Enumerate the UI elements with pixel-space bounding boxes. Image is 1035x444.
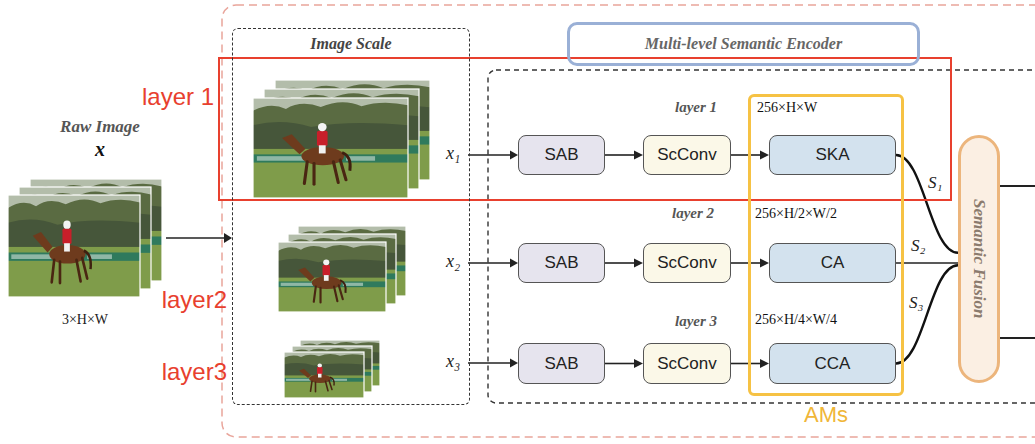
node-text: ScConv xyxy=(657,145,717,165)
caption-label: Raw Image xyxy=(60,117,140,136)
node-text: ScConv xyxy=(657,354,717,374)
heading-holder: layer 1 xyxy=(142,83,214,111)
output-lines xyxy=(1000,186,1035,338)
node-text: SAB xyxy=(544,354,578,374)
label-holder: 256×H/2×W/2 xyxy=(755,206,837,222)
node-text: SKA xyxy=(815,145,849,165)
node-text: CCA xyxy=(815,354,851,374)
semantic-fusion-block: Semantic Fusion xyxy=(958,135,1000,383)
node-text: ScConv xyxy=(657,253,717,273)
sab-block: SAB xyxy=(518,343,605,384)
raw-image-stack xyxy=(8,179,162,297)
connector xyxy=(896,265,958,363)
label-holder: S₁ xyxy=(927,173,943,193)
layer-label: layer 2 xyxy=(672,205,714,221)
connector-line xyxy=(605,154,634,156)
dimension-label: 256×H/2×W/2 xyxy=(755,206,837,221)
input-label: x₂ xyxy=(446,251,460,271)
encoder-title-box: Multi-level Semantic Encoder xyxy=(567,22,920,66)
label-holder: x₃ xyxy=(446,351,460,372)
scconv-block: ScConv xyxy=(643,135,731,175)
label-holder: Raw Image xyxy=(60,117,140,137)
input-arrow xyxy=(166,233,232,243)
connector-line xyxy=(605,262,634,264)
dimension-label: 256×H/4×W/4 xyxy=(755,312,837,327)
highlight-box: layer 1 SAB ScConv xyxy=(218,57,952,201)
arrowhead xyxy=(760,151,769,160)
arrowhead xyxy=(634,359,643,368)
connector xyxy=(605,259,643,268)
sab-block: SAB xyxy=(518,243,605,283)
label-holder: layer 3 xyxy=(675,313,717,330)
node-text: layer 1 xyxy=(142,83,214,110)
heading-holder: AMs xyxy=(751,402,901,428)
connector-line xyxy=(731,363,760,365)
scconv-block: ScConv xyxy=(643,343,731,384)
arrowhead xyxy=(760,359,769,368)
label-holder: 256×H×W xyxy=(757,100,817,116)
connector-line xyxy=(731,262,760,264)
edge-label: S₁ xyxy=(927,173,943,192)
edge-label: S₂ xyxy=(910,236,926,255)
connector xyxy=(896,155,958,253)
node-text: SAB xyxy=(544,145,578,165)
scale-image-medium xyxy=(278,226,406,312)
sab-block: SAB xyxy=(518,135,605,175)
arrowhead xyxy=(634,259,643,268)
annotation-label: layer2 xyxy=(162,286,227,313)
connector xyxy=(605,151,643,160)
arrowhead xyxy=(634,151,643,160)
connector xyxy=(605,359,643,368)
node-text: Image Scale xyxy=(310,35,391,53)
node-text: CA xyxy=(821,253,845,273)
node-text: SAB xyxy=(544,253,578,273)
ca-block: CA xyxy=(769,243,896,283)
scale-image-large xyxy=(253,80,430,198)
input-label: x₃ xyxy=(446,351,460,371)
label-holder: x xyxy=(95,138,105,161)
edge-label: S₃ xyxy=(908,293,924,312)
input-label: x₁ xyxy=(446,143,460,163)
label-holder: x₂ xyxy=(446,251,460,272)
label-holder: S₃ xyxy=(908,293,924,313)
arrowhead xyxy=(760,259,769,268)
label-holder: 3×H×W xyxy=(62,312,108,328)
connector-line xyxy=(896,262,958,264)
scale-image-small xyxy=(284,340,380,398)
ska-block: SKA xyxy=(769,135,896,175)
connector xyxy=(896,263,958,264)
scconv-block: ScConv xyxy=(643,243,731,283)
image-scale-group: Image Scale xyxy=(232,28,470,405)
node-text: Multi-level Semantic Encoder xyxy=(645,35,842,53)
dimension-label: 256×H×W xyxy=(757,100,817,115)
outer-frame xyxy=(222,5,1035,437)
label-holder: layer 1 xyxy=(675,99,717,116)
label-holder: 256×H/4×W/4 xyxy=(755,312,837,328)
node-text: Semantic Fusion xyxy=(969,199,989,319)
node-text: AMs xyxy=(804,402,848,427)
label-holder: layer 2 xyxy=(672,205,714,222)
connector-line xyxy=(731,154,760,156)
label-holder: x₁ xyxy=(446,143,460,164)
label-holder: layer2 xyxy=(162,286,227,314)
cca-block: CCA xyxy=(769,343,896,384)
connector-line xyxy=(605,363,634,365)
layer-label: layer 3 xyxy=(675,313,717,329)
dimension-label: 3×H×W xyxy=(62,312,108,327)
annotation-label: layer3 xyxy=(162,358,227,385)
label-holder: layer3 xyxy=(162,358,227,386)
variable-label: x xyxy=(95,138,105,160)
connector-line xyxy=(896,155,958,253)
encoder-frame xyxy=(488,70,1035,403)
connector-line xyxy=(896,265,958,363)
attention-module-box: AMsSKACACCA xyxy=(748,94,904,396)
scale-arrows xyxy=(468,151,518,368)
layer-label: layer 1 xyxy=(675,99,717,115)
label-holder: S₂ xyxy=(910,236,926,256)
